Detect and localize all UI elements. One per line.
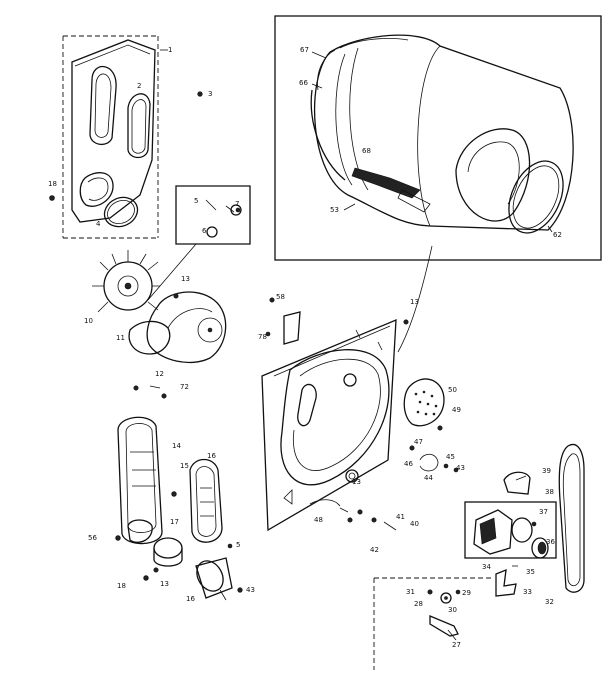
- callout-18b: 18: [117, 582, 126, 590]
- drum-leader-lines: [311, 51, 553, 353]
- callout-44: 44: [424, 474, 433, 482]
- callout-32: 32: [545, 598, 554, 606]
- callout-45: 45: [446, 453, 455, 461]
- lint-duct-housing: [115, 416, 163, 545]
- callout-36: 36: [546, 538, 555, 546]
- callout-48: 48: [314, 516, 323, 524]
- callout-18a: 18: [48, 180, 57, 188]
- idler-pulley-parts: [427, 589, 461, 641]
- callout-46: 46: [404, 460, 413, 468]
- callout-6: 6: [202, 227, 207, 235]
- callout-53: 53: [330, 206, 339, 214]
- front-drum-seal: [103, 196, 139, 228]
- lint-seal-ring: [127, 93, 151, 159]
- callout-42: 42: [370, 546, 379, 554]
- callout-43: 43: [246, 586, 255, 594]
- callout-34: 34: [482, 563, 491, 571]
- callout-37: 37: [539, 508, 548, 516]
- callout-5b: 5: [236, 541, 241, 549]
- lint-filter-screen: [189, 458, 223, 543]
- callout-13d: 13: [352, 478, 361, 486]
- callout-13c: 13: [410, 298, 419, 306]
- callout-29: 29: [462, 589, 471, 597]
- callout-13a: 13: [181, 275, 190, 283]
- callout-49: 49: [452, 406, 461, 414]
- motor-bracket: [503, 471, 531, 495]
- blower-detail-box: [147, 185, 251, 301]
- callout-10: 10: [84, 317, 93, 325]
- drum-group-box: [274, 15, 602, 261]
- callout-15: 15: [180, 462, 189, 470]
- motor-mount-clip: [495, 565, 518, 597]
- callout-50: 50: [448, 386, 457, 394]
- callout-28: 28: [414, 600, 423, 608]
- callout-27: 27: [452, 641, 461, 649]
- drum: [310, 34, 574, 231]
- motor-group-box: [464, 501, 557, 559]
- bearing-plate-50: [403, 378, 445, 431]
- idler-arm-parts: [409, 445, 459, 473]
- idler-group-box: [373, 577, 492, 670]
- fasteners-mid-left: [133, 385, 167, 399]
- callout-12: 12: [155, 370, 164, 378]
- belt-guide-parts: [339, 507, 397, 531]
- thermostat-17: [153, 537, 183, 567]
- callout-56: 56: [88, 534, 97, 542]
- blower-housing: [128, 291, 227, 364]
- motor-capacitor: [195, 557, 233, 601]
- front-bulkhead-panel: [71, 39, 156, 223]
- callout-68: 68: [362, 147, 371, 155]
- bulkhead-screws: [49, 49, 203, 201]
- callout-3: 3: [208, 90, 213, 98]
- callout-16b: 16: [186, 595, 195, 603]
- callout-30: 30: [448, 606, 457, 614]
- callout-62: 62: [553, 231, 562, 239]
- callout-58: 58: [276, 293, 285, 301]
- callout-11: 11: [116, 334, 125, 342]
- blower-fan-wheel: [92, 250, 160, 313]
- rear-panel-screws: [265, 297, 409, 345]
- callout-4: 4: [96, 220, 101, 228]
- callout-47: 47: [414, 438, 423, 446]
- front-bulkhead-group-box: [62, 35, 159, 239]
- bearing-plate-holes: [414, 390, 438, 416]
- callout-43b: 43: [456, 464, 465, 472]
- callout-31: 31: [406, 588, 415, 596]
- callout-17: 17: [170, 518, 179, 526]
- rear-bulkhead-panel: [261, 318, 397, 532]
- drive-motor: [473, 509, 537, 555]
- callout-7: 7: [235, 200, 240, 208]
- callout-1: 1: [168, 46, 173, 54]
- callout-2: 2: [137, 82, 142, 90]
- fasteners-bottom-left: [143, 491, 243, 593]
- callout-78: 78: [258, 333, 267, 341]
- callout-39: 39: [542, 467, 551, 475]
- rear-drum-seal: [508, 160, 564, 234]
- callout-41: 41: [396, 513, 405, 521]
- callout-40: 40: [410, 520, 419, 528]
- blower-wheel-detail: [205, 199, 242, 238]
- callout-13b: 13: [160, 580, 169, 588]
- callout-72: 72: [180, 383, 189, 391]
- callout-66: 66: [299, 79, 308, 87]
- drive-belt: [558, 443, 585, 593]
- motor-pulley: [531, 537, 549, 559]
- callout-38: 38: [545, 488, 554, 496]
- callout-14: 14: [172, 442, 181, 450]
- callout-67: 67: [300, 46, 309, 54]
- callout-5: 5: [194, 197, 199, 205]
- callout-33: 33: [523, 588, 532, 596]
- callout-16a: 16: [207, 452, 216, 460]
- callout-35: 35: [526, 568, 535, 576]
